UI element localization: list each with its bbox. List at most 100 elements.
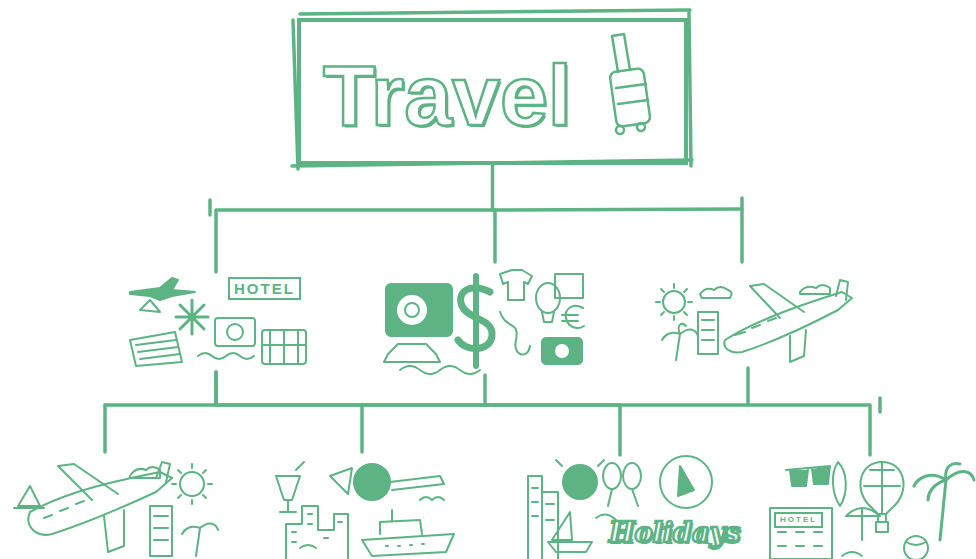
tree-connector bbox=[216, 372, 620, 455]
doodle-node: Holidays bbox=[515, 455, 725, 559]
globe-doodle bbox=[660, 456, 712, 508]
phone-booth-panes bbox=[154, 516, 168, 540]
bus-doodle bbox=[262, 330, 306, 364]
globe-land bbox=[678, 466, 694, 496]
palm-doodle bbox=[182, 524, 218, 556]
doodle-cluster bbox=[130, 278, 306, 366]
tree-lines bbox=[105, 10, 880, 452]
hatch-lines bbox=[136, 340, 180, 359]
racket-doodle bbox=[603, 463, 621, 489]
hotel-windows bbox=[778, 532, 822, 546]
plane-windows bbox=[44, 501, 84, 518]
postcard-doodle bbox=[130, 332, 182, 366]
flag-doodle bbox=[330, 468, 352, 494]
branch-line bbox=[103, 405, 107, 452]
suitcase-handle bbox=[612, 34, 630, 72]
cloud-doodle bbox=[700, 287, 732, 298]
branch-line bbox=[878, 398, 882, 412]
shirt-doodle bbox=[500, 270, 532, 300]
branch-line bbox=[360, 405, 364, 452]
hotel-building bbox=[770, 508, 832, 559]
globe-doodle bbox=[563, 465, 597, 499]
ship-doodle bbox=[362, 510, 454, 556]
holidays-text: Holidays bbox=[609, 519, 740, 546]
suitcase-body bbox=[609, 68, 650, 127]
palm-doodle bbox=[914, 464, 974, 540]
sun-rays bbox=[656, 284, 692, 320]
palm-doodle bbox=[662, 324, 698, 360]
wave-doodle bbox=[300, 545, 316, 548]
doodle-cluster bbox=[656, 280, 852, 362]
dollar-doodle bbox=[473, 276, 479, 366]
box-sketch-line bbox=[689, 12, 691, 166]
branch-line bbox=[740, 198, 744, 262]
balloon-stripes bbox=[864, 462, 900, 514]
globe-doodle bbox=[354, 464, 390, 500]
city-windows bbox=[532, 488, 554, 520]
branch-line bbox=[746, 368, 750, 405]
bird-doodle bbox=[420, 497, 444, 500]
suitcase-wheel bbox=[616, 126, 624, 134]
phone-booth-panes bbox=[702, 320, 714, 340]
globe-stand bbox=[556, 460, 604, 466]
wave-doodle bbox=[842, 552, 862, 556]
box-sketch-line bbox=[300, 10, 690, 14]
branch-line bbox=[105, 403, 216, 407]
doodle-cluster bbox=[276, 462, 454, 559]
bus-windows bbox=[262, 330, 306, 364]
balloon-basket bbox=[876, 522, 888, 532]
balloon-doodle bbox=[860, 462, 903, 514]
racket-doodle bbox=[623, 463, 641, 489]
cloud-doodle bbox=[130, 467, 160, 478]
cocktail-doodle bbox=[276, 462, 304, 512]
surfboard-doodle bbox=[833, 462, 846, 506]
branch-line bbox=[483, 375, 487, 405]
ball-stripe bbox=[906, 542, 926, 545]
plane-windows bbox=[735, 318, 776, 335]
branch-line bbox=[208, 200, 212, 215]
tree-connector bbox=[216, 372, 870, 455]
city-doodle bbox=[286, 506, 348, 559]
sun-doodle bbox=[663, 291, 685, 313]
suitcase-icon bbox=[609, 34, 650, 134]
title-text: Travel bbox=[323, 52, 572, 138]
branch-line bbox=[492, 209, 742, 210]
umbrella-doodle bbox=[846, 508, 880, 540]
doodle-node: HOTEL bbox=[125, 272, 307, 372]
camera-lens bbox=[396, 294, 428, 326]
camera-doodle bbox=[386, 284, 452, 336]
doodle-cluster bbox=[770, 462, 974, 559]
hotel-sign: HOTEL bbox=[774, 512, 823, 528]
doodle-cluster bbox=[384, 270, 584, 374]
cloud-doodle bbox=[800, 285, 830, 294]
camera-doodle bbox=[215, 318, 255, 346]
euro-doodle bbox=[562, 306, 584, 328]
photo-doodle bbox=[555, 274, 583, 298]
sailboat-doodle bbox=[14, 486, 44, 508]
sailboat-doodle bbox=[140, 300, 160, 312]
sunglasses-doodle bbox=[786, 466, 830, 486]
snowflake-doodle bbox=[176, 300, 208, 334]
balloon-basket bbox=[542, 312, 554, 322]
camera-lens bbox=[405, 303, 419, 317]
doodle-cluster bbox=[14, 462, 218, 556]
suitcase-wheel bbox=[637, 123, 645, 131]
phone-booth bbox=[698, 312, 718, 354]
wave-doodle bbox=[198, 353, 254, 359]
phone-booth bbox=[150, 506, 172, 556]
pencil-doodle bbox=[390, 476, 444, 490]
camera-doodle bbox=[542, 338, 582, 364]
hotel-sign: HOTEL bbox=[228, 277, 301, 300]
city-doodle bbox=[528, 476, 558, 559]
plane-doodle bbox=[130, 278, 195, 300]
car-doodle bbox=[384, 344, 440, 362]
ball-doodle bbox=[904, 536, 928, 559]
sun-rays bbox=[172, 464, 212, 504]
branch-line bbox=[493, 210, 497, 262]
guitar-doodle bbox=[500, 312, 530, 355]
ship-portholes bbox=[386, 544, 424, 546]
racket-handle bbox=[608, 489, 638, 506]
title-box: Travel bbox=[297, 18, 688, 165]
